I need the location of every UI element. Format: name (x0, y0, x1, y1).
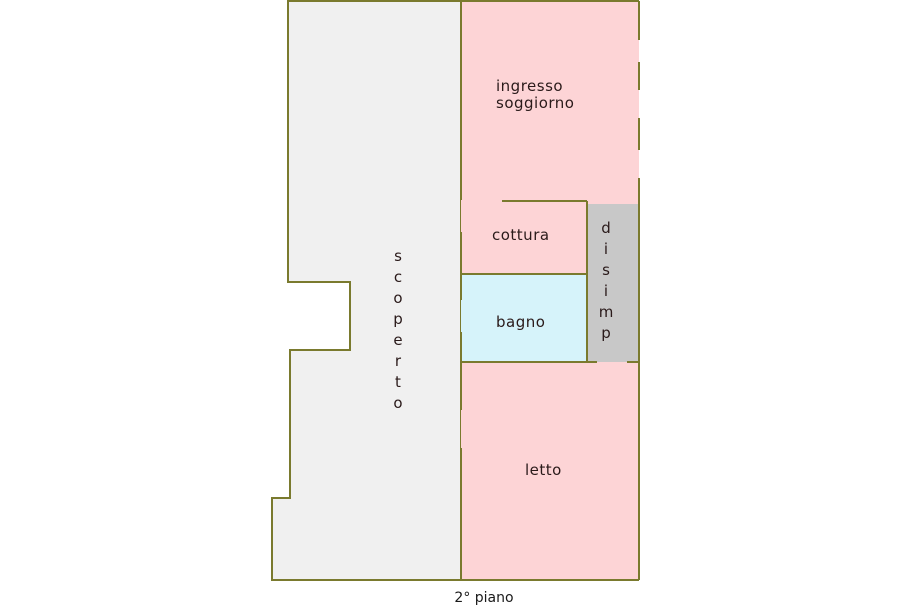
room-scoperto-area (271, 0, 462, 581)
vertical-letter: c (393, 268, 403, 286)
vertical-letter: e (393, 331, 403, 349)
room-label-bagno: bagno (496, 313, 546, 331)
room-label-soggiorno: soggiorno (496, 94, 575, 112)
vertical-letter: o (393, 394, 403, 412)
vertical-letter: o (393, 289, 403, 307)
room-cottura-area (461, 201, 587, 274)
walls (460, 0, 640, 581)
vertical-letter: m (598, 303, 614, 321)
vertical-letter: d (601, 219, 611, 237)
vertical-letter: s (394, 247, 402, 265)
vertical-letter: s (602, 261, 610, 279)
room-label-cottura: cottura (492, 226, 550, 244)
room-bagno-area (461, 274, 587, 362)
room-label-ingresso-soggiorno: ingresso soggiorno (496, 78, 574, 112)
vertical-letter: p (393, 310, 403, 328)
room-disimp-area (587, 204, 639, 362)
room-label-ingresso: ingresso (496, 77, 564, 95)
room-label-letto: letto (525, 461, 562, 479)
vertical-letter: p (601, 324, 611, 342)
vertical-letter: t (395, 373, 401, 391)
room-ingresso-soggiorno-area (461, 1, 639, 204)
floor-caption: 2° piano (454, 590, 514, 606)
vertical-letter: r (394, 352, 402, 370)
room-letto-area (461, 362, 639, 580)
vertical-letter: i (603, 282, 609, 300)
vertical-letter: i (603, 240, 609, 258)
